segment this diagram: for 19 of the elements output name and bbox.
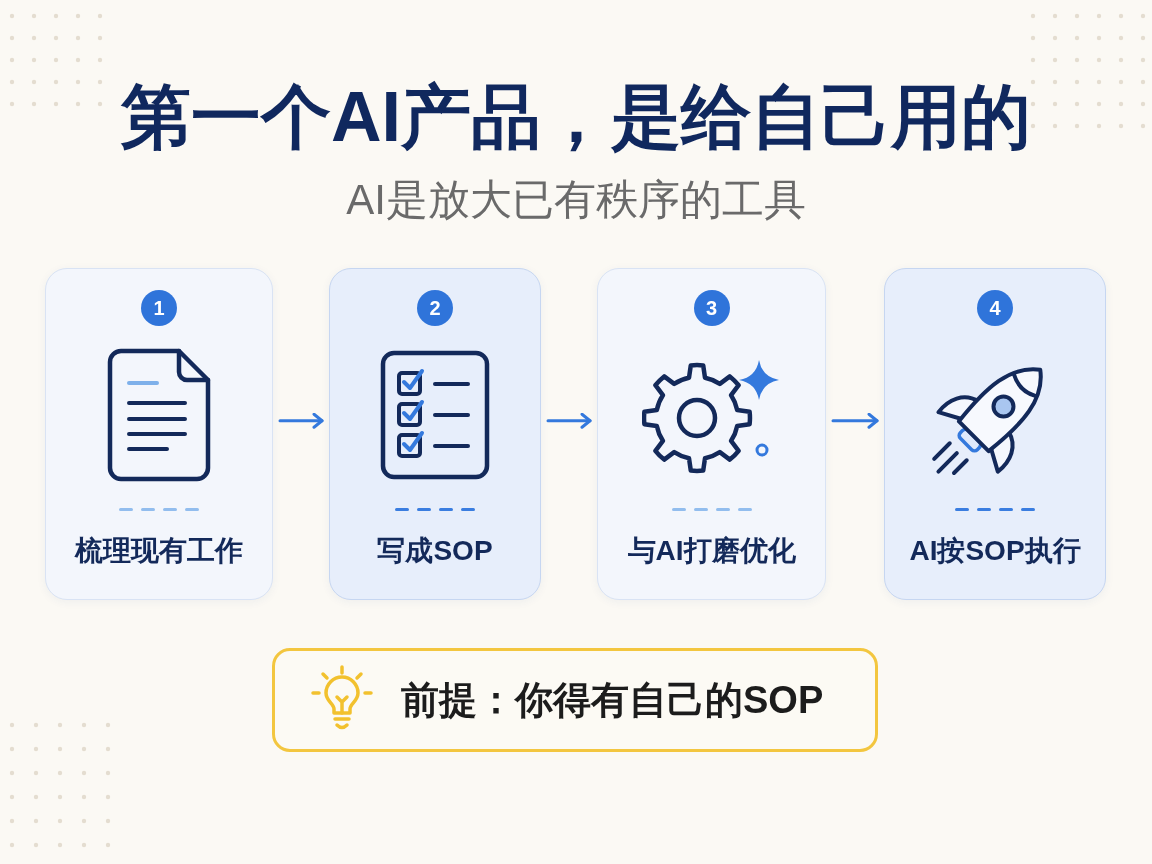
step-card [884,268,1106,600]
step-label: AI按SOP执行 [909,534,1081,568]
step-card [597,268,826,600]
step-label: 写成SOP [377,534,493,568]
step-label: 与AI打磨优化 [627,534,796,568]
note-text: 前提：你得有自己的SOP [401,678,824,723]
step-card [45,268,273,600]
step-label: 梳理现有工作 [75,534,243,568]
arrow [546,412,592,429]
arrow [278,412,324,429]
note-box [272,648,878,752]
step-number-badge: 3 [693,290,730,326]
step-card [329,268,541,600]
step-number-badge: 4 [977,290,1013,326]
subtitle: AI是放大已有秩序的工具 [345,175,807,225]
step-number-badge: 2 [417,290,453,326]
step-number-badge: 1 [141,290,177,326]
arrow [831,412,879,429]
title: 第一个AI产品，是给自己用的 [120,77,1032,158]
